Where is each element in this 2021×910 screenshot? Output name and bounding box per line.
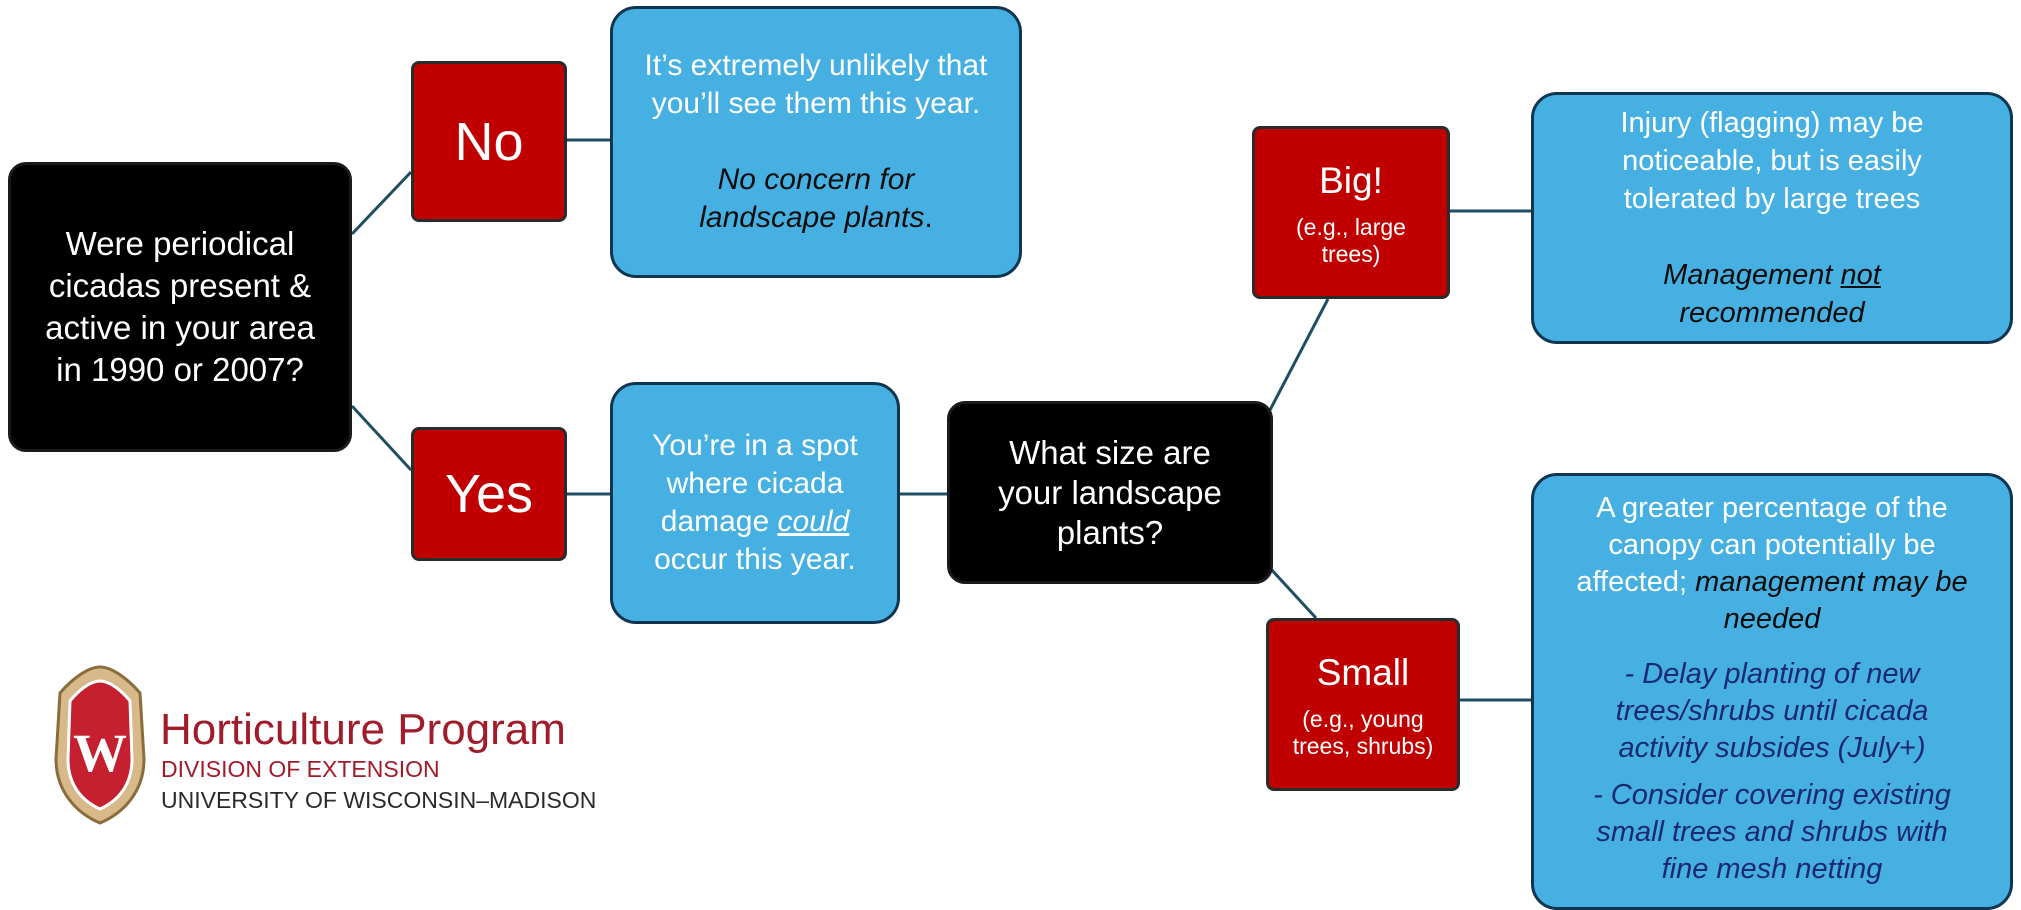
answer-small-plants: A greater percentage of the canopy can p… <box>1531 473 2013 910</box>
connector-q1-no <box>350 170 413 236</box>
answer-line: canopy can potentially be <box>1608 529 1936 561</box>
connector-q1-yes <box>350 404 413 472</box>
option-small-example: (e.g., young trees, shrubs) <box>1293 706 1434 760</box>
option-sub-line: (e.g., young <box>1302 705 1424 732</box>
answer-line-prefix: affected; <box>1576 566 1696 598</box>
answer-note-line: No concern for <box>717 163 915 196</box>
answer-emphasis: management may be <box>1695 566 1968 598</box>
answer-emphasis-not: not <box>1840 259 1881 291</box>
answer-line: You’re in a spot <box>652 429 858 462</box>
question-line: in 1990 or 2007? <box>56 351 304 388</box>
tip-line: small trees and shrubs with <box>1596 816 1948 848</box>
answer-line: tolerated by large trees <box>1623 183 1921 215</box>
option-big: Big! (e.g., large trees) <box>1252 126 1450 299</box>
answer-line: needed <box>1723 603 1821 635</box>
answer-line: It’s extremely unlikely that <box>644 49 988 82</box>
option-big-label: Big! <box>1319 159 1383 201</box>
answer-note-line: recommended <box>1679 297 1865 329</box>
question-line: What size are <box>1009 433 1211 471</box>
question-line: Were periodical <box>65 225 295 262</box>
answer-line: where cicada <box>666 467 844 500</box>
tip-line: fine mesh netting <box>1661 853 1883 885</box>
answer-note-line-wrap: landscape plants. <box>699 199 933 237</box>
logo-university: UNIVERSITY OF WISCONSIN–MADISON <box>161 787 597 813</box>
uw-crest-icon: W <box>54 665 146 825</box>
logo-division: DIVISION OF EXTENSION <box>161 756 440 782</box>
answer-line: you’ll see them this year. <box>651 87 981 120</box>
answer-line: A greater percentage of the <box>1596 492 1948 524</box>
crest-letter: W <box>73 723 127 783</box>
tip-line: trees/shrubs until cicada <box>1615 695 1929 727</box>
option-sub-line: trees) <box>1321 240 1381 267</box>
question-line: active in your area <box>45 309 315 346</box>
answer-note-text: landscape plants <box>699 201 925 234</box>
answer-line-wrap: damage could <box>661 503 849 541</box>
question-plant-size: What size are your landscape plants? <box>947 401 1273 584</box>
answer-line-prefix: damage <box>660 505 778 538</box>
question-line: plants? <box>1056 513 1164 551</box>
tip-line: - Consider covering existing <box>1593 779 1951 811</box>
answer-emphasis-could: could <box>777 505 850 538</box>
connector-q2-big <box>1268 298 1330 411</box>
option-sub-line: (e.g., large <box>1296 213 1406 240</box>
option-no-label: No <box>454 111 524 172</box>
option-small: Small (e.g., young trees, shrubs) <box>1266 618 1460 791</box>
answer-no-concern: It’s extremely unlikely that you’ll see … <box>610 6 1022 278</box>
answer-big-trees: Injury (flagging) may be noticeable, but… <box>1531 92 2013 344</box>
connector-q2-small <box>1268 566 1318 620</box>
option-yes: Yes <box>411 427 567 561</box>
answer-line: noticeable, but is easily <box>1622 145 1922 177</box>
option-yes-label: Yes <box>444 464 534 524</box>
option-no: No <box>411 61 567 222</box>
answer-note-line-wrap: Management not <box>1663 256 1881 294</box>
answer-damage-possible: You’re in a spot where cicada damage cou… <box>610 382 900 624</box>
option-big-example: (e.g., large trees) <box>1296 214 1406 268</box>
option-sub-line: trees, shrubs) <box>1292 732 1434 759</box>
question-past-cicadas: Were periodical cicadas present & active… <box>8 162 352 452</box>
answer-line: Injury (flagging) may be <box>1620 107 1924 139</box>
tip-line: activity subsides (July+) <box>1618 732 1926 764</box>
option-small-label: Small <box>1316 651 1410 693</box>
tip-line: - Delay planting of new <box>1624 658 1920 690</box>
question-line: your landscape <box>998 473 1222 511</box>
logo-title: Horticulture Program <box>160 705 566 754</box>
question-line: cicadas present & <box>48 267 312 304</box>
answer-line-wrap: affected; management may be <box>1576 564 1967 601</box>
answer-line: occur this year. <box>654 543 856 576</box>
uw-extension-logo: W Horticulture Program DIVISION OF EXTEN… <box>48 663 628 828</box>
answer-note-prefix: Management <box>1663 259 1841 291</box>
answer-note-period: . <box>924 201 933 234</box>
